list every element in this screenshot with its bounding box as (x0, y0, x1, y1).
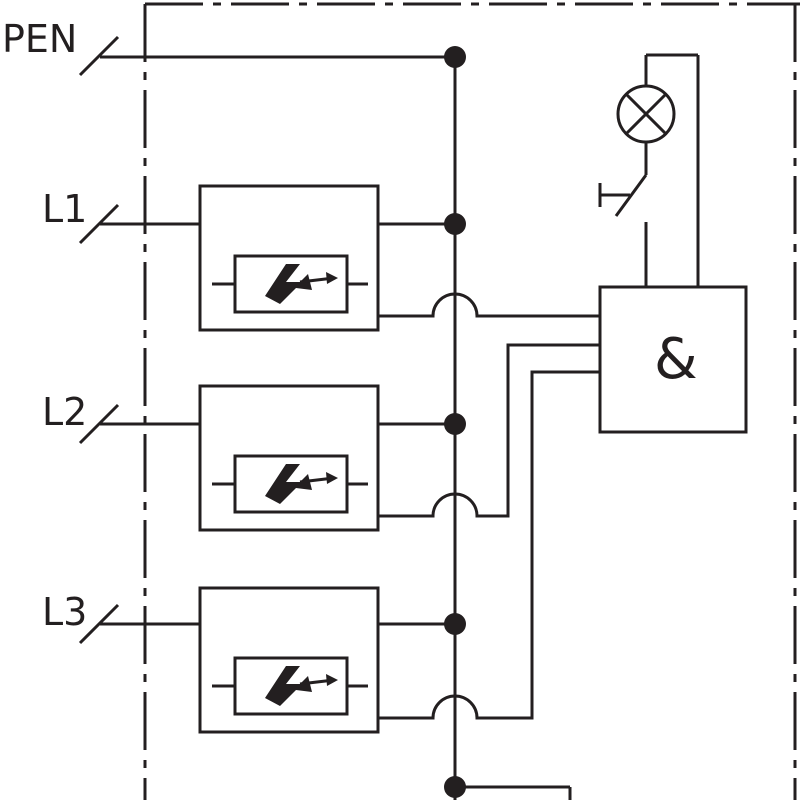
terminal-label-l3: L3 (42, 590, 87, 634)
signal-wire-l2 (378, 343, 600, 518)
signal-wire-l1 (378, 292, 600, 318)
terminal-mark-pen (78, 35, 120, 77)
arrester-module-l3 (198, 586, 380, 734)
arrester-icon (265, 264, 338, 304)
junction-dot-bottom (444, 776, 466, 798)
lamp-icon (616, 84, 676, 144)
signal-wire-l3 (378, 370, 600, 720)
terminal-label-l2: L2 (42, 390, 87, 434)
junction-dot-l1 (444, 213, 466, 235)
terminal-label-pen: PEN (2, 17, 77, 61)
arrester-module-l2 (198, 384, 380, 532)
and-gate: & (598, 285, 748, 434)
junction-dot-pen (444, 46, 466, 68)
terminal-label-l1: L1 (42, 187, 87, 231)
terminal-mark-l2 (78, 403, 120, 445)
terminal-mark-l1 (78, 203, 120, 245)
terminal-mark-l3 (78, 603, 120, 645)
junction-dot-l3 (444, 613, 466, 635)
arrester-module-l1 (198, 184, 380, 332)
enclosure-boundary (143, 2, 800, 800)
arrester-icon (265, 666, 338, 706)
junction-dot-l2 (444, 413, 466, 435)
pushbutton-icon (598, 174, 648, 217)
and-gate-symbol: & (654, 327, 698, 392)
arrester-icon (265, 464, 338, 504)
